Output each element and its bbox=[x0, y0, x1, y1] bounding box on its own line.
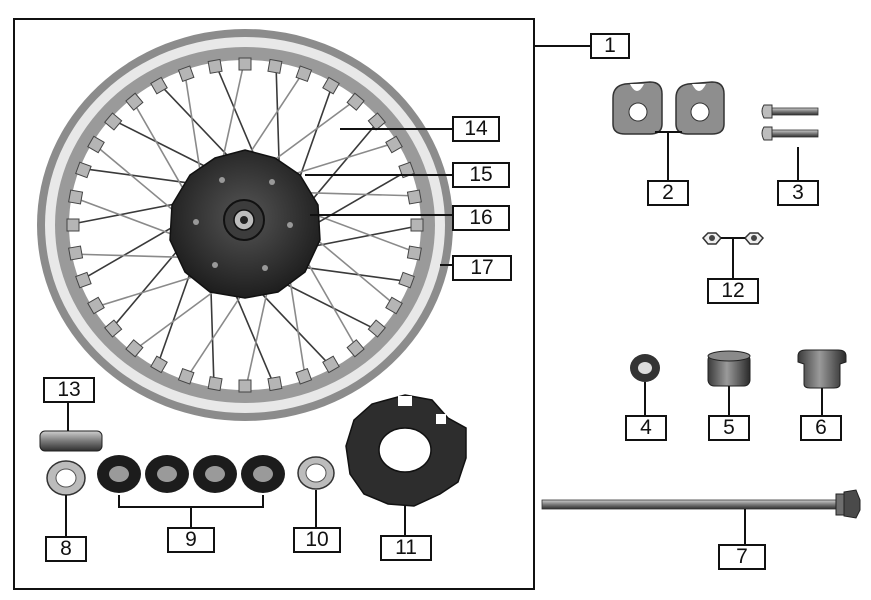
spoke-nipple bbox=[238, 57, 252, 71]
spoke-nipple bbox=[177, 367, 195, 385]
spoke-nipple bbox=[75, 161, 92, 179]
spoke-nipple bbox=[398, 271, 415, 289]
spoke-nipple bbox=[68, 189, 84, 205]
callout-9: 9 bbox=[167, 527, 215, 553]
spoke-nipple bbox=[87, 135, 105, 154]
spoke-nipple bbox=[346, 339, 365, 358]
washer-left-hole bbox=[55, 468, 77, 488]
bearing-hole bbox=[109, 466, 129, 482]
spoke-nipple bbox=[295, 367, 313, 385]
callout-17: 17 bbox=[452, 255, 512, 281]
spoke-nipple bbox=[104, 112, 123, 131]
nut-hole bbox=[709, 235, 715, 241]
damper-notch bbox=[436, 414, 446, 424]
spoke-nipple bbox=[207, 376, 223, 392]
adjuster-bolts bbox=[761, 104, 819, 141]
spoke-nipple bbox=[177, 65, 195, 83]
spoke-nipple bbox=[267, 376, 283, 392]
hub-bolt bbox=[269, 179, 275, 185]
callout-5: 5 bbox=[708, 415, 750, 441]
damper-notch bbox=[398, 396, 412, 406]
bearing-hole bbox=[253, 466, 273, 482]
spoke-nipple bbox=[150, 76, 168, 95]
bolt-head bbox=[761, 104, 773, 119]
spoke-nipple bbox=[75, 271, 92, 289]
callout-15: 15 bbox=[452, 162, 510, 188]
bearing-hole bbox=[157, 466, 177, 482]
spoke-nipple bbox=[125, 339, 144, 358]
spoke-nipple bbox=[66, 218, 80, 232]
adjuster-nuts bbox=[701, 232, 765, 245]
callout-13: 13 bbox=[43, 377, 95, 403]
wheel bbox=[37, 29, 453, 421]
adjuster-slot bbox=[692, 84, 706, 91]
spoke-nipple bbox=[125, 92, 144, 111]
axle-collar bbox=[835, 493, 845, 516]
callout-6: 6 bbox=[800, 415, 842, 441]
hub-bolt bbox=[262, 265, 268, 271]
wheel-assembly-frame bbox=[13, 18, 535, 590]
damper-center bbox=[378, 427, 432, 473]
callout-14: 14 bbox=[452, 116, 500, 142]
hub-axle-hole bbox=[240, 216, 248, 224]
collar-top bbox=[707, 350, 751, 362]
spoke-nipple bbox=[322, 76, 340, 95]
callout-16: 16 bbox=[452, 205, 510, 231]
spoke-nipple bbox=[367, 112, 386, 131]
spoke-nipple bbox=[295, 65, 313, 83]
callout-8: 8 bbox=[45, 536, 87, 562]
spoke-nipple bbox=[385, 135, 403, 154]
spoke-nipple bbox=[410, 218, 424, 232]
hub-bolt bbox=[212, 262, 218, 268]
adjuster-slot bbox=[630, 84, 644, 91]
small-washer-hole bbox=[638, 362, 652, 374]
spoke-nipple bbox=[104, 319, 123, 338]
spoke-nipples bbox=[66, 57, 424, 393]
spoke-nipple bbox=[322, 355, 340, 374]
spoke-nipple bbox=[150, 355, 168, 374]
spacer-tube bbox=[39, 430, 103, 452]
callout-7: 7 bbox=[718, 544, 766, 570]
axle-shaft bbox=[541, 499, 839, 510]
spoke-nipple bbox=[238, 379, 252, 393]
bolt-shank bbox=[771, 107, 819, 116]
callout-3: 3 bbox=[777, 180, 819, 206]
callout-12: 12 bbox=[707, 278, 759, 304]
spoke-nipple bbox=[385, 296, 403, 315]
leader-9 bbox=[118, 495, 264, 508]
bearings bbox=[97, 455, 285, 493]
axle-head bbox=[843, 489, 861, 519]
callout-4: 4 bbox=[625, 415, 667, 441]
callout-1: 1 bbox=[590, 33, 630, 59]
chain-adjusters bbox=[612, 81, 725, 135]
spoke-nipple bbox=[68, 245, 84, 261]
hub-bolt bbox=[193, 219, 199, 225]
bearing-hole bbox=[205, 466, 225, 482]
spoke-nipple bbox=[406, 189, 422, 205]
callout-10: 10 bbox=[293, 527, 341, 553]
adjuster-hole bbox=[690, 102, 710, 122]
hub bbox=[169, 149, 321, 299]
adjuster-hole bbox=[628, 102, 648, 122]
spoke-nipple bbox=[267, 58, 283, 74]
spoke-nipple bbox=[346, 92, 365, 111]
bolt-shank bbox=[771, 129, 819, 138]
spoke-nipple bbox=[367, 319, 386, 338]
bolt-head bbox=[761, 126, 773, 141]
callout-2: 2 bbox=[647, 180, 689, 206]
nut-hole bbox=[751, 235, 757, 241]
hub-bolt bbox=[287, 222, 293, 228]
washer-right-hole bbox=[305, 463, 327, 483]
callout-11: 11 bbox=[380, 535, 432, 561]
spoke-nipple bbox=[406, 245, 422, 261]
hub-bolt bbox=[219, 177, 225, 183]
spoke-nipple bbox=[207, 58, 223, 74]
flanged-collar bbox=[797, 349, 847, 389]
spoke-nipple bbox=[87, 296, 105, 315]
